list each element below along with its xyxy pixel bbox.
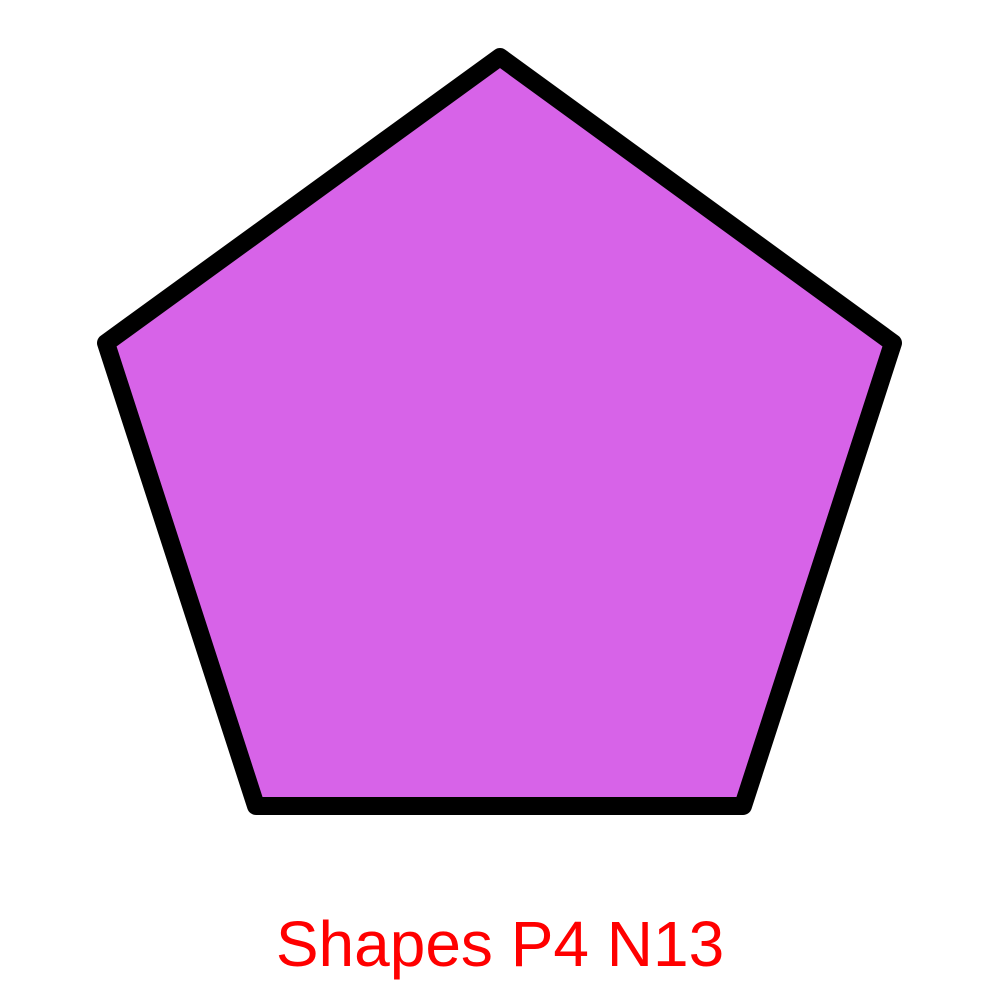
caption-label: Shapes P4 N13 <box>275 908 725 980</box>
pentagon-shape <box>97 48 902 815</box>
